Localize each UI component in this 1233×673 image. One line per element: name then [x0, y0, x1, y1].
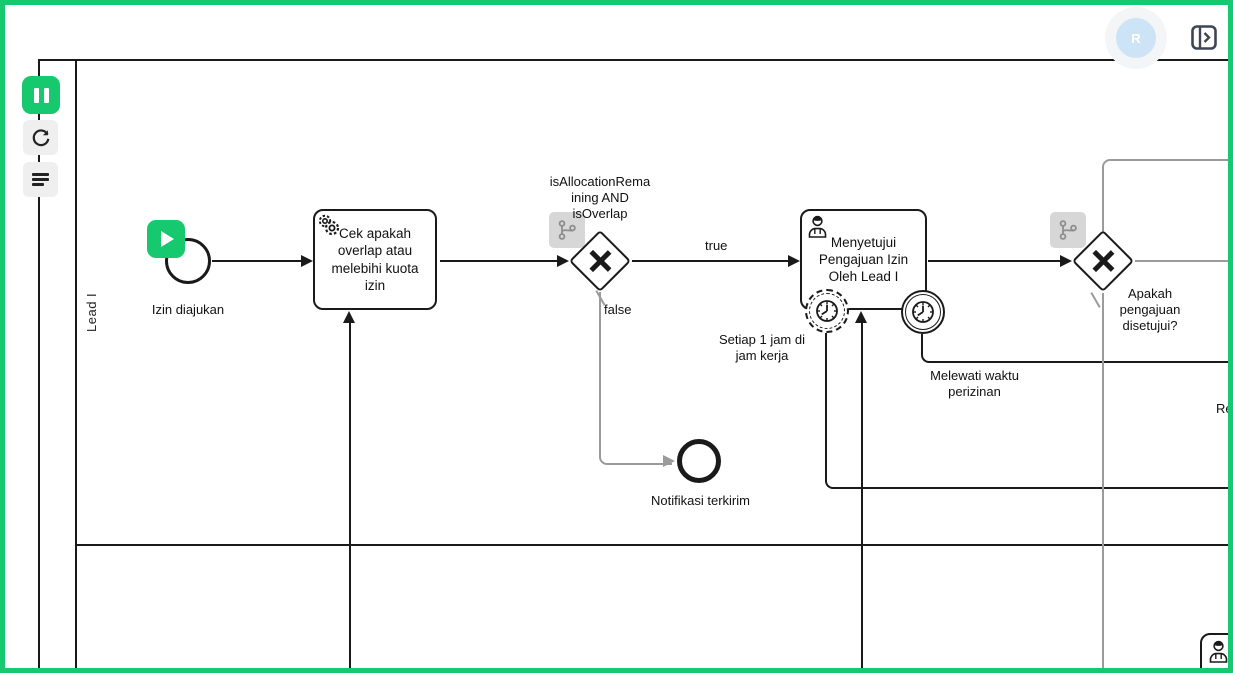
pool-label-separator [75, 59, 77, 673]
play-icon [161, 231, 174, 247]
flow-timer-expired [921, 334, 1233, 363]
flow-approved-loop [1102, 159, 1233, 236]
reset-simulation-button[interactable] [23, 120, 58, 155]
end-event-notification[interactable] [677, 439, 721, 483]
task-label: Menyetujui Pengajuan Izin Oleh Lead I [818, 234, 909, 285]
pool-top-border [38, 59, 1233, 61]
avatar[interactable]: R [1116, 18, 1156, 58]
timer-boundary-non-interrupting[interactable] [805, 289, 849, 333]
arrowhead [1060, 255, 1072, 267]
default-flow-marker [1090, 292, 1101, 308]
git-branch-icon [1059, 220, 1077, 240]
flow-into-check-bottom [349, 317, 351, 673]
flow-false [599, 292, 672, 465]
task-bottom-partial[interactable] [1200, 633, 1233, 673]
avatar-initial: R [1131, 30, 1141, 46]
flow-into-approve-bottom [861, 317, 863, 673]
pause-simulation-button[interactable] [22, 76, 60, 114]
user-icon [804, 212, 831, 244]
version-badge[interactable] [1050, 212, 1086, 248]
timer-clock-icon [912, 301, 934, 323]
expand-panel-button[interactable] [1189, 22, 1219, 52]
simulation-log-button[interactable] [23, 162, 58, 197]
flow-true-label: true [705, 238, 728, 253]
gateway-overlap-label: isAllocationRema ining AND isOverlap [549, 174, 651, 221]
play-token-button[interactable] [147, 220, 185, 258]
flow-false-label: false [604, 302, 632, 317]
service-gear-icon [315, 211, 345, 246]
version-badge[interactable] [549, 212, 585, 248]
expand-panel-icon [1191, 25, 1217, 50]
flow-true [632, 260, 789, 262]
arrowhead [557, 255, 569, 267]
timer-boundary-interrupting[interactable] [901, 290, 945, 334]
timer-expired-label: Melewati waktu perizinan [930, 368, 1019, 399]
xor-marker [586, 247, 614, 275]
flow-check-to-gateway [440, 260, 558, 262]
timer-clock-icon [816, 300, 838, 322]
flow-approved-right [1135, 260, 1233, 262]
arrowhead [301, 255, 313, 267]
task-label: Cek apakah overlap atau melebihi kuota i… [331, 225, 419, 293]
arrowhead [343, 311, 355, 323]
arrowhead [855, 311, 867, 323]
flow-approve-to-gateway [928, 260, 1061, 262]
arrowhead [788, 255, 800, 267]
pause-icon [33, 87, 49, 103]
flow-approved-down [1102, 293, 1104, 673]
pool-left-border [38, 59, 40, 673]
gateway-approved-label: Apakah pengajuan disetujui? [1119, 286, 1181, 333]
lane-label-lead-1: Lead I [84, 292, 99, 332]
user-icon [1205, 637, 1232, 669]
timer-hourly-label: Setiap 1 jam di jam kerja [719, 332, 805, 363]
lane-divider [76, 544, 1233, 546]
xor-marker [1089, 247, 1117, 275]
end-event-label: Notifikasi terkirim [651, 493, 750, 508]
flow-timer-hourly [825, 333, 1233, 489]
start-event-label: Izin diajukan [151, 302, 225, 317]
log-icon [32, 170, 49, 188]
flow-start-to-check [212, 260, 302, 262]
arrowhead [663, 455, 675, 467]
clipped-right-label: Re [1216, 401, 1233, 416]
git-branch-icon [558, 220, 576, 240]
refresh-icon [32, 128, 49, 146]
